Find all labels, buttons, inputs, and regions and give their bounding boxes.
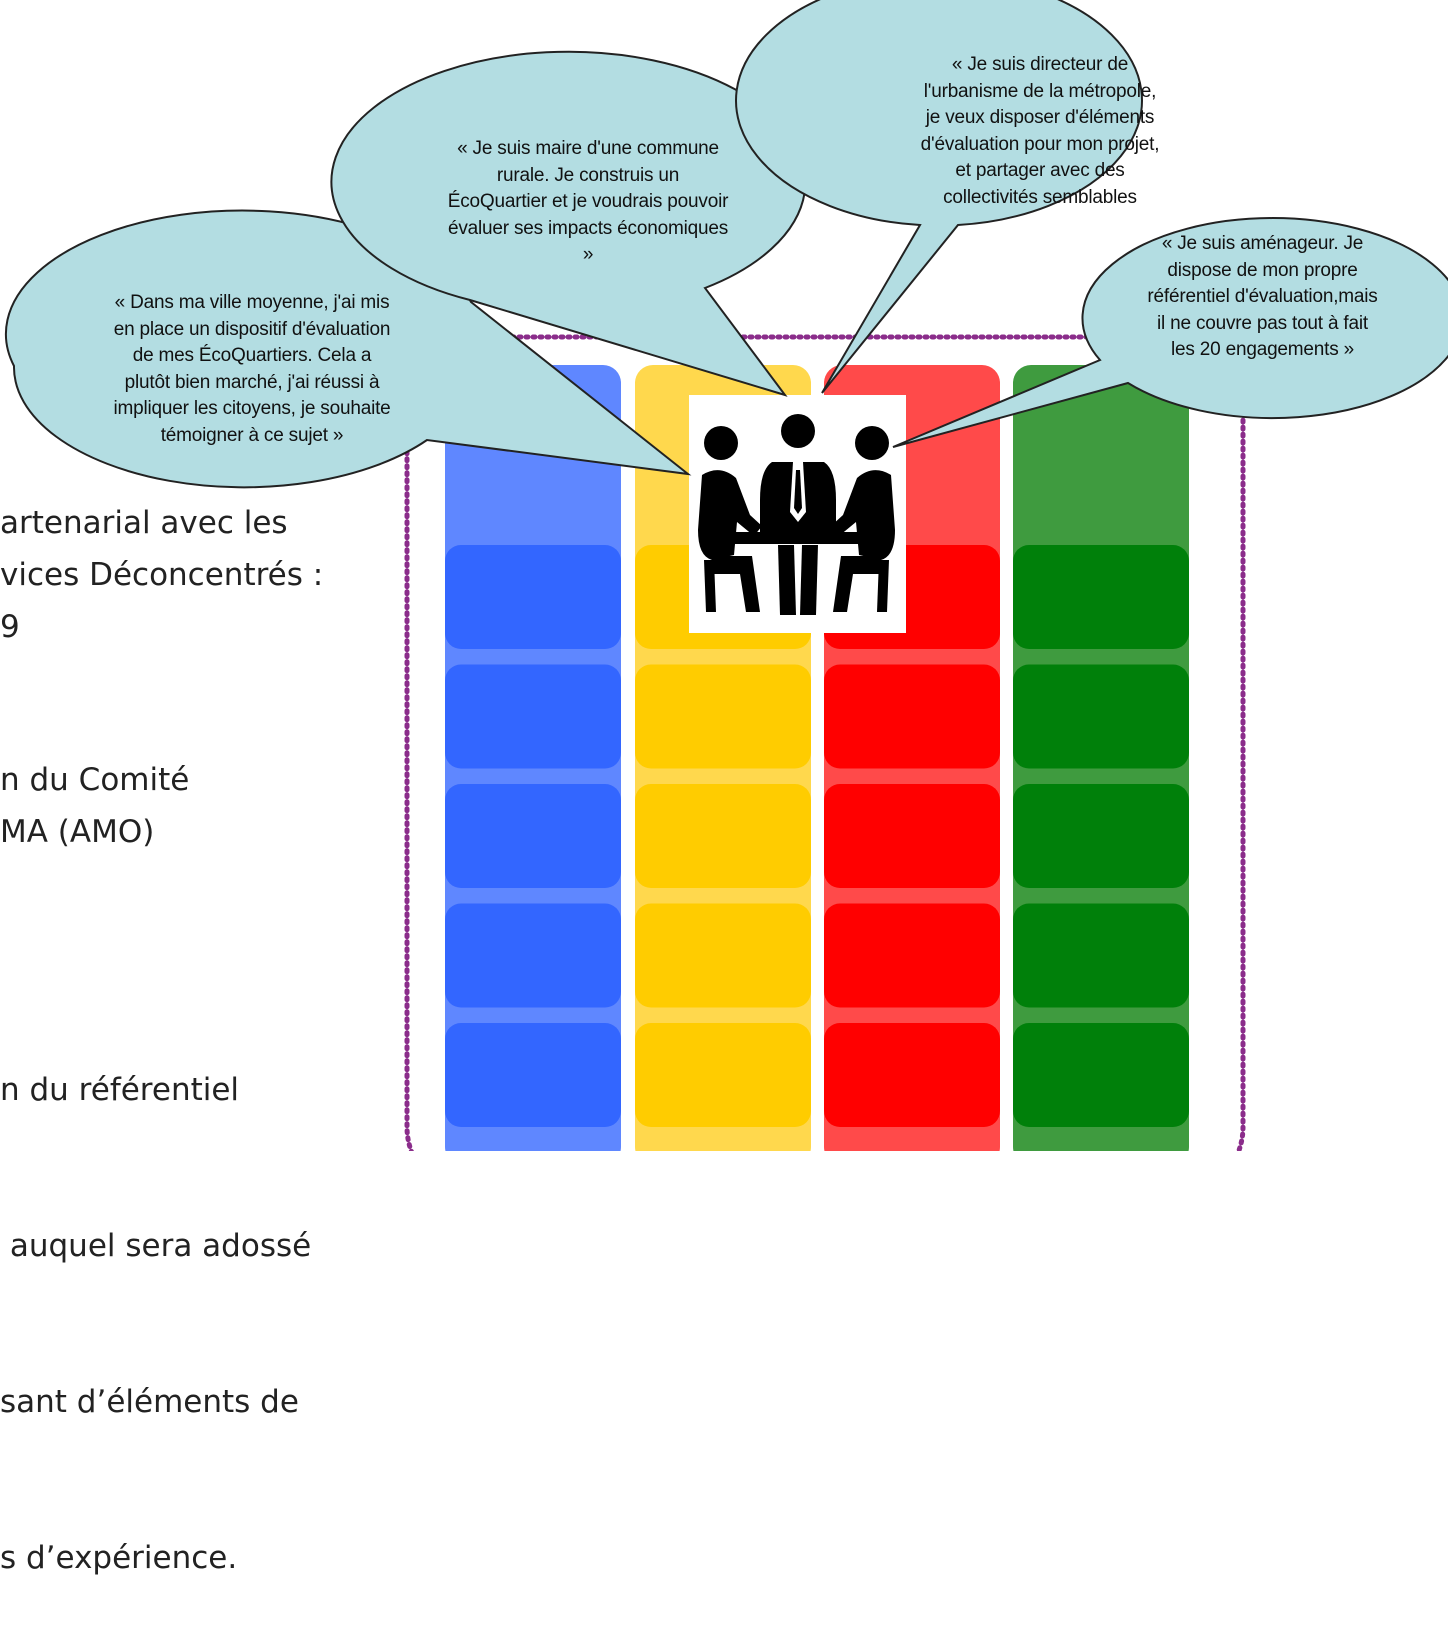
bubble-line: « Dans ma ville moyenne, j'ai mis <box>114 292 390 313</box>
left-text-block-1: artenarial avec les vices Déconcentrés :… <box>0 497 323 653</box>
left-text-line: n du Comité <box>0 762 190 798</box>
column-green-cell <box>1013 903 1189 1008</box>
column-blue-cell <box>445 1023 621 1127</box>
left-text-line: sant d’éléments de <box>0 1384 299 1420</box>
column-blue-cell <box>445 664 621 769</box>
column-green-cell <box>1013 784 1189 888</box>
bubble-line: les 20 engagements » <box>1171 339 1354 360</box>
bubble-amenageur-text: « Je suis aménageur. Je dispose de mon p… <box>1110 231 1415 364</box>
bubble-line: collectivités semblables <box>943 186 1137 208</box>
bubble-line: référentiel d'évaluation,mais <box>1147 286 1378 307</box>
column-yellow-cell <box>635 1023 811 1127</box>
column-green-cell <box>1013 664 1189 769</box>
column-blue-cell <box>445 784 621 888</box>
left-text-block-2: n du Comité MA (AMO) <box>0 754 189 858</box>
left-text-line: auquel sera adossé <box>0 1228 312 1264</box>
bubble-line: » <box>582 244 594 265</box>
bubble-maire-rural-text: « Je suis maire d'une commune rurale. Je… <box>408 136 768 269</box>
dotted-frame <box>404 334 1246 1151</box>
bubble-line: en place un dispositif d'évaluation <box>113 318 391 340</box>
bubble-line: plutôt bien marché, j'ai réussi à <box>124 371 380 393</box>
bubble-line: l'urbanisme de la métropole, <box>923 80 1157 102</box>
left-text-line: s d’expérience. <box>0 1540 238 1576</box>
bubble-line: dispose de mon propre <box>1167 259 1358 281</box>
bubble-line: « Je suis maire d'une commune <box>457 138 719 159</box>
bubble-ville-moyenne-shape <box>4 209 692 489</box>
bubble-line: ÉcoQuartier et je voudrais pouvoir <box>447 191 729 212</box>
column-yellow-cell <box>635 664 811 769</box>
left-text-line: artenarial avec les <box>0 505 288 541</box>
left-text-line: MA (AMO) <box>0 814 155 850</box>
bubble-line: d'évaluation pour mon projet, <box>920 133 1160 155</box>
speech-bubbles <box>4 0 1448 489</box>
left-text-line: 9 <box>0 609 20 645</box>
bubble-line: il ne couvre pas tout à fait <box>1157 312 1368 334</box>
bubble-line: je veux disposer d'éléments <box>925 107 1155 128</box>
column-green-cell <box>1013 1023 1189 1127</box>
bubble-directeur-urbanisme-text: « Je suis directeur de l'urbanisme de la… <box>870 52 1210 211</box>
column-red-cell <box>824 664 1000 769</box>
column-red-cell <box>824 784 1000 888</box>
column-red-cell <box>824 1023 1000 1127</box>
column-blue-cell <box>445 545 621 649</box>
bubble-line: rurale. Je construis un <box>496 164 680 186</box>
bubble-amenageur-shape <box>892 217 1448 448</box>
bubble-directeur-urbanisme-shape <box>735 0 1143 394</box>
bubble-line: évaluer ses impacts économiques <box>448 217 728 239</box>
column-yellow-cell <box>635 784 811 888</box>
diagram-canvas <box>4 0 1448 1151</box>
column-red-cell <box>824 903 1000 1008</box>
left-text-line: vices Déconcentrés : <box>0 557 324 593</box>
bubble-line: et partager avec des <box>955 160 1125 181</box>
bubble-ville-moyenne-text: « Dans ma ville moyenne, j'ai mis en pla… <box>72 290 432 449</box>
bubble-line: « Je suis aménageur. Je <box>1161 233 1364 254</box>
bubble-line: impliquer les citoyens, je souhaite <box>113 398 391 419</box>
meeting-people-icon <box>689 395 906 633</box>
bubble-line: témoigner à ce sujet » <box>160 424 344 446</box>
bubble-line: de mes ÉcoQuartiers. Cela a <box>132 345 372 366</box>
column-blue-cell <box>445 903 621 1008</box>
column-yellow-cell <box>635 903 811 1008</box>
column-green-cell <box>1013 545 1189 649</box>
bubble-line: « Je suis directeur de <box>951 54 1129 75</box>
left-text-line: n du référentiel <box>0 1072 240 1108</box>
left-text-block-3: n du référentiel auquel sera adossé sant… <box>0 960 311 1636</box>
